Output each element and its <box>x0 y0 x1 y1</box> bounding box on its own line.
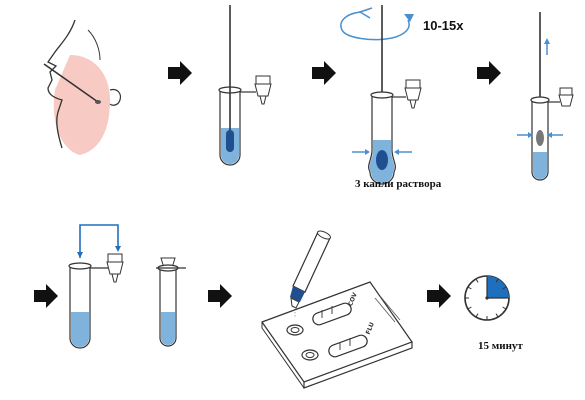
timer-icon <box>464 275 510 321</box>
step-arrow-icon <box>168 61 192 85</box>
drops-caption: 3 капли раствора <box>355 178 442 190</box>
timer-tick <box>495 278 499 283</box>
step-arrow-icon <box>477 61 501 85</box>
nasal-swab-illustration <box>43 19 122 155</box>
rotate-icon <box>340 7 414 41</box>
test-cassette-illustration <box>261 230 413 389</box>
cap-tube-illustration <box>68 224 124 349</box>
timer-tick <box>502 286 507 290</box>
timer-tick <box>475 278 479 283</box>
step-arrow-icon <box>312 61 336 85</box>
remove-swab-illustration <box>517 12 574 181</box>
rotate-swab-illustration <box>340 5 422 185</box>
capped-tube-illustration <box>156 257 186 347</box>
timer-tick <box>502 306 507 310</box>
step-arrow-icon <box>208 284 232 308</box>
timer-caption: 15 минут <box>478 340 523 352</box>
timer-tick <box>467 286 472 290</box>
step-arrow-icon <box>427 284 451 308</box>
step-arrow-icon <box>34 284 58 308</box>
rotation-count-label: 10-15x <box>423 18 464 33</box>
timer-tick <box>495 313 499 318</box>
timer-tick <box>467 306 472 310</box>
tube-with-swab <box>218 5 272 166</box>
timer-tick <box>475 313 479 318</box>
